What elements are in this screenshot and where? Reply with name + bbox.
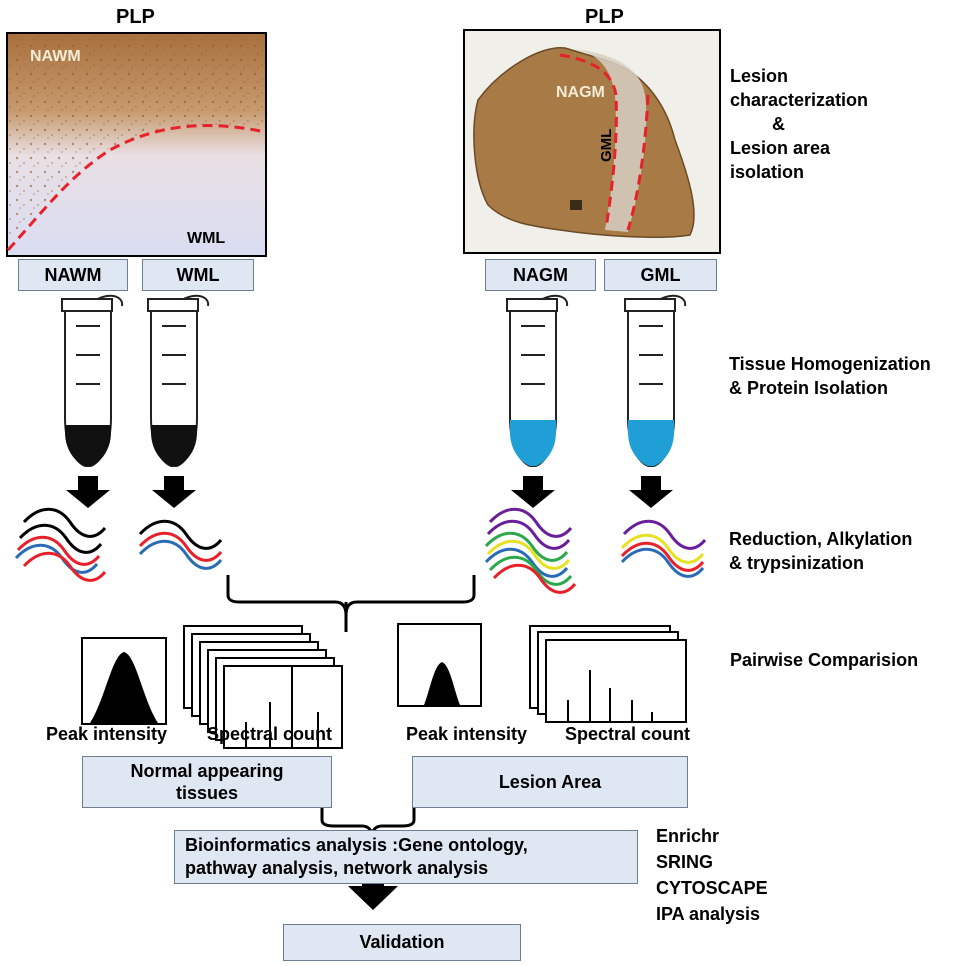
group-box-normal-appearing: Normal appearing tissues [82, 756, 332, 808]
peak-intensity-right-icon [397, 623, 482, 707]
tube-wml [147, 294, 210, 467]
arrow-down-2 [152, 476, 196, 508]
arrow-down-4 [629, 476, 673, 508]
tube-nawm [61, 294, 124, 467]
left-tissue-image [6, 32, 267, 257]
merge-bracket [226, 575, 476, 616]
label-nawm-region: NAWM [30, 48, 81, 65]
sample-box-gml: GML [604, 259, 717, 291]
right-image-title: PLP [585, 6, 624, 28]
bioinformatics-analysis-box: Bioinformatics analysis :Gene ontology, … [174, 830, 638, 884]
arrow-down-1 [66, 476, 110, 508]
label-spectral-count-left: Spectral count [207, 724, 333, 744]
peak-intensity-left-icon [81, 637, 167, 725]
step-tissue-homogenization: Tissue Homogenization & Protein Isolatio… [729, 354, 931, 398]
spectral-count-left-icon [183, 625, 343, 749]
left-image-title: PLP [116, 6, 155, 28]
arrow-down-3 [511, 476, 555, 508]
tool-ipa: IPA analysis [656, 904, 761, 924]
step-reduction-alkylation: Reduction, Alkylation & trypsinization [729, 529, 913, 573]
peptide-waves-gml [620, 519, 707, 578]
tool-cytoscape: CYTOSCAPE [656, 878, 768, 898]
arrow-to-validation [348, 866, 398, 910]
peptide-waves-nawm [14, 507, 107, 582]
label-wml-region: WML [187, 230, 226, 247]
tool-sring: SRING [656, 852, 714, 872]
label-peak-intensity-left: Peak intensity [46, 724, 168, 744]
label-peak-intensity-right: Peak intensity [406, 724, 528, 744]
right-tissue-image [463, 29, 721, 254]
left-lesion-border [6, 124, 266, 252]
sample-box-nagm: NAGM [485, 259, 596, 291]
validation-box: Validation [283, 924, 521, 961]
sample-box-wml: WML [142, 259, 254, 291]
spectral-count-right-icon [529, 625, 687, 723]
label-nagm-region: NAGM [556, 84, 605, 101]
step-pairwise-comparison: Pairwise Comparision [730, 650, 919, 670]
peptide-waves-nagm [484, 507, 577, 594]
tube-nagm [506, 294, 569, 467]
label-spectral-count-right: Spectral count [565, 724, 691, 744]
step-lesion-characterization: Lesion characterization & Lesion area is… [730, 66, 869, 182]
sample-box-nawm: NAWM [18, 259, 128, 291]
peptide-waves-wml [138, 519, 223, 570]
label-gml-region: GML [598, 128, 615, 162]
right-lesion-border-b [626, 94, 650, 231]
tools-list: Enrichr SRING CYTOSCAPE IPA analysis [656, 823, 768, 927]
tube-gml [624, 294, 687, 467]
tool-enrichr: Enrichr [656, 826, 720, 846]
group-box-lesion-area: Lesion Area [412, 756, 688, 808]
